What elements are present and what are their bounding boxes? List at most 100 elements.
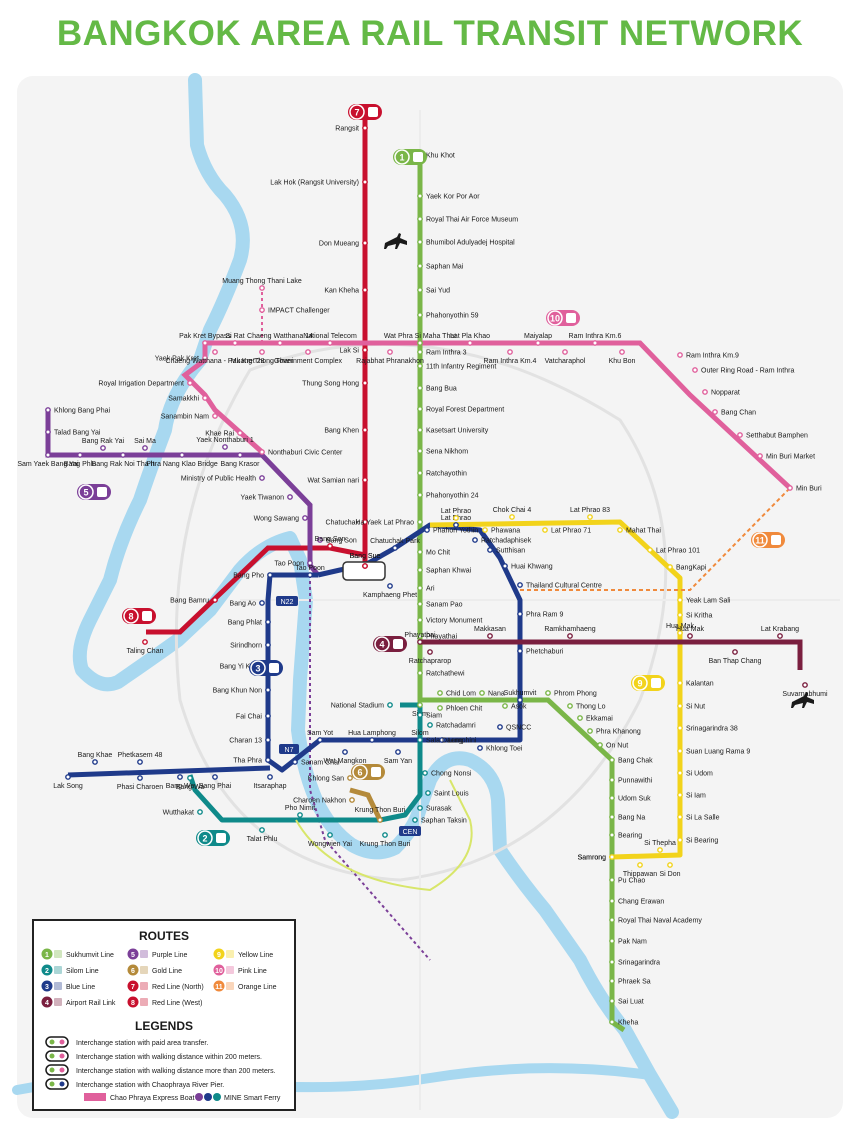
station-phayathai[interactable]	[417, 639, 423, 645]
station-phrom-phong[interactable]	[545, 690, 551, 696]
station-ari[interactable]	[417, 585, 423, 591]
station-si-udom[interactable]	[677, 770, 683, 776]
station-kamphaeng-phet[interactable]	[387, 583, 393, 589]
station-lak-hok-rangsit-university[interactable]	[362, 179, 368, 185]
station-talat-phlu[interactable]	[259, 827, 265, 833]
station-bang-phlu[interactable]	[77, 452, 83, 458]
station-ban-thap-chang[interactable]	[732, 649, 738, 655]
station-bang-chan[interactable]	[712, 409, 718, 415]
station-qsncc[interactable]	[497, 724, 503, 730]
station-punnawithi[interactable]	[609, 777, 615, 783]
station-lat-pla-khao[interactable]	[467, 340, 473, 346]
station-bangkapi[interactable]	[667, 564, 673, 570]
station-wongwien-yai[interactable]	[327, 832, 333, 838]
station-hua-mak[interactable]	[687, 633, 693, 639]
station-phraek-sa[interactable]	[609, 978, 615, 984]
station-royal-thai-air-force-museum[interactable]	[417, 216, 423, 222]
station-ram-inthra-km-9[interactable]	[677, 352, 683, 358]
station-khlong-toei[interactable]	[477, 745, 483, 751]
station-lumphini[interactable]	[439, 737, 445, 743]
station-sutthisan[interactable]	[487, 547, 493, 553]
station-udom-suk[interactable]	[609, 795, 615, 801]
station-bang-wa[interactable]	[177, 774, 183, 780]
station-phetkasem-48[interactable]	[137, 759, 143, 765]
station-pu-chao[interactable]	[609, 877, 615, 883]
station-samrong[interactable]	[609, 854, 615, 860]
station-fai-chai[interactable]	[265, 713, 271, 719]
station-bang-ao[interactable]	[259, 600, 265, 606]
station-ratchayothin[interactable]	[417, 470, 423, 476]
station-nopparat[interactable]	[702, 389, 708, 395]
station-tao-poon[interactable]	[307, 560, 313, 566]
station-bang-phlat[interactable]	[265, 619, 271, 625]
station-chaeng-watthana-pak-kret-28[interactable]	[212, 349, 218, 355]
station-bang-wa[interactable]	[187, 775, 193, 781]
station-nonthaburi-civic-center[interactable]	[259, 449, 265, 455]
station-on-nut[interactable]	[597, 742, 603, 748]
station-bearing[interactable]	[609, 832, 615, 838]
station-ekkamai[interactable]	[577, 715, 583, 721]
station-rajabhat-phranakhon[interactable]	[387, 349, 393, 355]
station-sai-ma[interactable]	[142, 445, 148, 451]
station-lat-phrao[interactable]	[453, 515, 459, 521]
station-yeak-lam-sali[interactable]	[677, 597, 683, 603]
station-phahon-yothin[interactable]	[424, 527, 430, 533]
station-sai-yud[interactable]	[417, 287, 423, 293]
station-bang-na[interactable]	[609, 814, 615, 820]
station-asok[interactable]	[502, 703, 508, 709]
station-sam-yot[interactable]	[317, 737, 323, 743]
station-sala-daeng[interactable]	[417, 737, 423, 743]
station-phloen-chit[interactable]	[437, 705, 443, 711]
station-phetchaburi[interactable]	[517, 648, 523, 654]
station-yaek-pak-kret[interactable]	[202, 355, 208, 361]
station-wat-mangkon[interactable]	[342, 749, 348, 755]
station-national-stadium[interactable]	[387, 702, 393, 708]
station-sirindhorn[interactable]	[265, 642, 271, 648]
station-samakkhi[interactable]	[202, 395, 208, 401]
station-tao-poon[interactable]	[307, 572, 313, 578]
station-bang-khun-non[interactable]	[265, 687, 271, 693]
station-saphan-taksin[interactable]	[412, 817, 418, 823]
station-bang-chak[interactable]	[609, 757, 615, 763]
station-mo-chit[interactable]	[417, 549, 423, 555]
station-sanambin-nam[interactable]	[212, 413, 218, 419]
station-phasi-charoen[interactable]	[137, 775, 143, 781]
station-khlong-bang-phai[interactable]	[45, 407, 51, 413]
station-chatuchak[interactable]	[362, 519, 368, 525]
station-mahat-thai[interactable]	[617, 527, 623, 533]
station-ram-inthra-km-6[interactable]	[592, 340, 598, 346]
station-chang-erawan[interactable]	[609, 898, 615, 904]
station-wat-phra-si-maha-that[interactable]	[417, 340, 423, 346]
station-maiyalap[interactable]	[535, 340, 541, 346]
station-sanam-chai[interactable]	[292, 759, 298, 765]
station-yaek-tiwanon[interactable]	[287, 494, 293, 500]
station-bang-bamru[interactable]	[212, 597, 218, 603]
station-wat-samian-nari[interactable]	[362, 477, 368, 483]
station-siam[interactable]	[417, 702, 423, 708]
station-saphan-khwai[interactable]	[417, 567, 423, 573]
station-thippawan[interactable]	[637, 862, 643, 868]
station-lat-phrao-71[interactable]	[542, 527, 548, 533]
station-impact-challenger[interactable]	[259, 307, 265, 313]
station-lak-song[interactable]	[65, 774, 71, 780]
station-lak-si[interactable]	[362, 347, 368, 353]
station-chong-nonsi[interactable]	[422, 770, 428, 776]
station-bang-krasor[interactable]	[237, 452, 243, 458]
station-bang-phai[interactable]	[212, 774, 218, 780]
station-surasak[interactable]	[417, 805, 423, 811]
station-si-rat[interactable]	[232, 340, 238, 346]
station-sam-yaek-bang-yai[interactable]	[45, 452, 51, 458]
station-royal-forest-department[interactable]	[417, 406, 423, 412]
bang-sue-hub[interactable]	[342, 561, 386, 581]
station-si-la-salle[interactable]	[677, 814, 683, 820]
station-chok-chai-4[interactable]	[509, 514, 515, 520]
station-phra-nang-klao-bridge[interactable]	[179, 452, 185, 458]
station-hua-mak[interactable]	[677, 630, 683, 636]
station-talad-bang-yai[interactable]	[45, 429, 51, 435]
station-bhumibol-adulyadej-hospital[interactable]	[417, 239, 423, 245]
station-pak-kret-bypass[interactable]	[202, 340, 208, 346]
station-lat-phrao-101[interactable]	[647, 547, 653, 553]
station-pho-nimit[interactable]	[297, 812, 303, 818]
station-srinagarindra[interactable]	[609, 959, 615, 965]
station-kasetsart-university[interactable]	[417, 427, 423, 433]
